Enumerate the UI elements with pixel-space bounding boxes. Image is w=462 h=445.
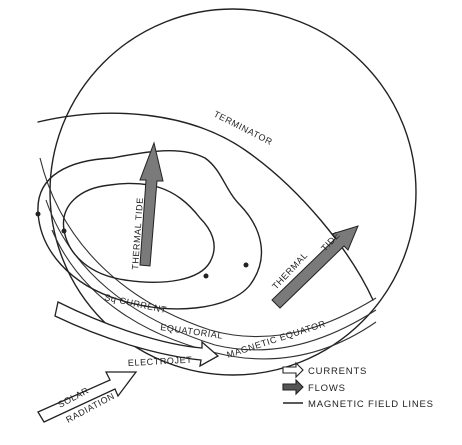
- current-direction-dot: [244, 263, 249, 268]
- electrojet-label: ELECTROJET: [128, 355, 193, 368]
- terminator-line: [38, 113, 373, 300]
- legend-currents-label: CURRENTS: [308, 366, 367, 377]
- thermal-tide-flow-arrow-right: [272, 226, 358, 308]
- sq-current-label: Sq CURRENT: [104, 292, 168, 315]
- legend-field-lines-label: MAGNETIC FIELD LINES: [308, 399, 434, 410]
- terminator-label: TERMINATOR: [212, 109, 274, 147]
- legend: CURRENTS FLOWS MAGNETIC FIELD LINES: [283, 363, 434, 410]
- current-direction-dot: [36, 212, 41, 217]
- legend-flows-label: FLOWS: [308, 383, 346, 394]
- current-direction-dot: [204, 274, 209, 279]
- magnetic-equator-label: MAGNETIC EQUATOR: [226, 318, 327, 359]
- globe-outline: [50, 9, 416, 375]
- legend-flows-symbol: [283, 380, 303, 394]
- current-direction-dot: [62, 229, 67, 234]
